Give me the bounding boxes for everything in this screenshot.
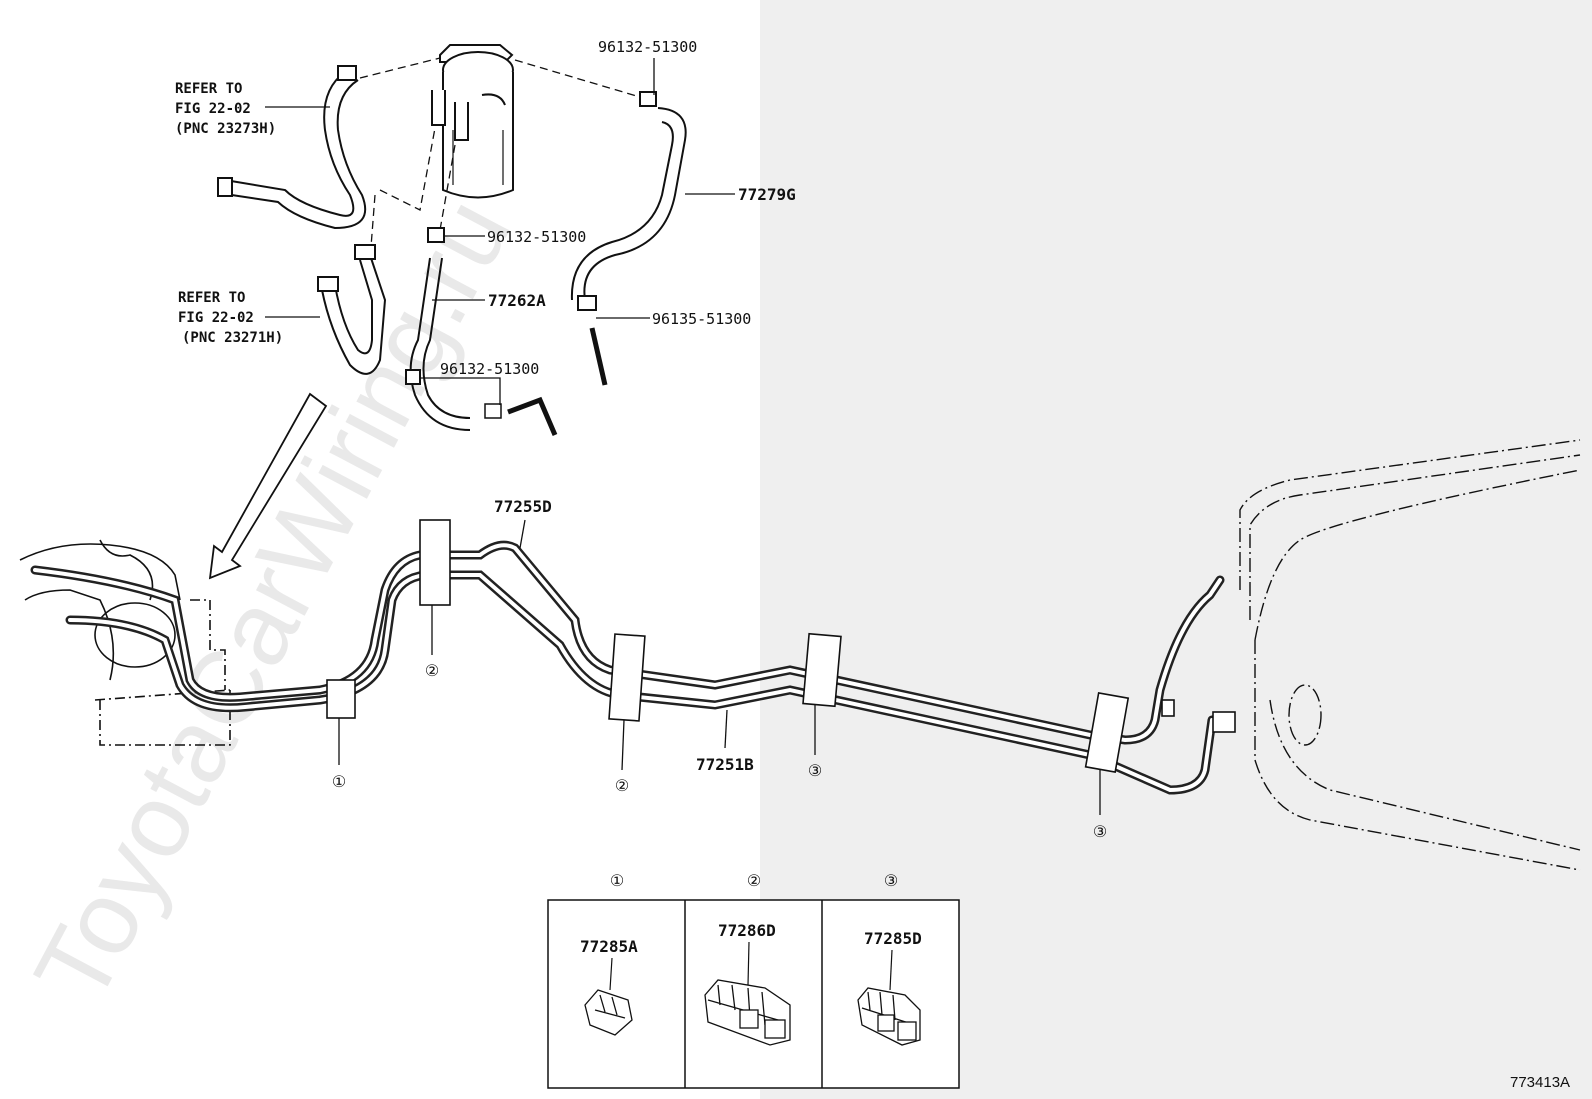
clamp-legend: ① 77285A ② 77286D ③ 77285D: [547, 873, 960, 1089]
legend-marker-2: ②: [747, 873, 761, 890]
svg-text:REFER TO: REFER TO: [175, 81, 242, 97]
label-clip-top-right: 96132-51300: [598, 38, 697, 56]
label-77251B: 77251B: [696, 755, 754, 774]
clamp-marker-3b: ③: [1093, 824, 1107, 841]
svg-text:(PNC 23273H): (PNC 23273H): [175, 121, 276, 137]
marker-leaders: [338, 519, 1101, 815]
svg-text:FIG 22-02: FIG 22-02: [175, 101, 251, 117]
label-leaders: [265, 58, 735, 405]
legend-cell-3: ③ 77285D: [857, 873, 922, 1046]
watermark: ToyotaCarWiring.ru: [13, 180, 533, 1020]
clip-lower: [484, 403, 502, 419]
svg-text:FIG 22-02: FIG 22-02: [178, 310, 254, 326]
fuel-tubes: [30, 540, 1225, 795]
clamp-marker-1: ①: [332, 774, 346, 791]
clamp-marker-3a: ③: [808, 763, 822, 780]
hose-77262A: [405, 227, 471, 431]
hose-23271H: [317, 244, 387, 375]
refer-to-23271H: REFER TO FIG 22-02 (PNC 23271H): [178, 290, 283, 346]
legend-cell-2: ② 77286D: [704, 873, 791, 1046]
direction-arrow: [208, 392, 328, 580]
svg-text:②: ②: [615, 778, 629, 795]
svg-text:②: ②: [425, 663, 439, 680]
short-pipe: [589, 327, 608, 386]
connector-mid: [1161, 699, 1175, 717]
legend-cell-1: ① 77285A: [580, 873, 638, 1036]
label-77279G: 77279G: [738, 185, 796, 204]
svg-text:REFER TO: REFER TO: [178, 290, 245, 306]
body-panel-outline: [1239, 439, 1581, 871]
connector-right: [1212, 711, 1236, 733]
label-clip-mid: 96132-51300: [487, 228, 586, 246]
clamp-77285D-icon: [857, 987, 921, 1046]
hose-77279G: [570, 91, 687, 311]
legend-part-3: 77285D: [864, 929, 922, 948]
label-clip-lower: 96132-51300: [440, 360, 539, 378]
clamp-marker-2a: ②: [425, 663, 439, 680]
legend-marker-3: ③: [884, 873, 898, 890]
label-77262A: 77262A: [488, 291, 546, 310]
svg-text:③: ③: [1093, 824, 1107, 841]
legend-part-2: 77286D: [718, 921, 776, 940]
fuel-pump-assembly: [19, 539, 231, 746]
refer-to-23273H: REFER TO FIG 22-02 (PNC 23273H): [175, 81, 276, 137]
legend-part-1: 77285A: [580, 937, 638, 956]
legend-marker-1: ①: [610, 873, 624, 890]
clamp-marker-2b: ②: [615, 778, 629, 795]
charcoal-canister: [431, 44, 514, 199]
clamp-77285A-icon: [584, 989, 633, 1036]
svg-text:③: ③: [808, 763, 822, 780]
clamp-77286D-icon: [704, 979, 791, 1046]
bent-pipe: [507, 396, 558, 436]
figure-number: 773413A: [1510, 1074, 1570, 1091]
tube-clamps: [326, 519, 1130, 773]
label-77255D: 77255D: [494, 497, 552, 516]
svg-text:①: ①: [332, 774, 346, 791]
svg-text:(PNC 23271H): (PNC 23271H): [182, 330, 283, 346]
label-clip-96135: 96135-51300: [652, 310, 751, 328]
